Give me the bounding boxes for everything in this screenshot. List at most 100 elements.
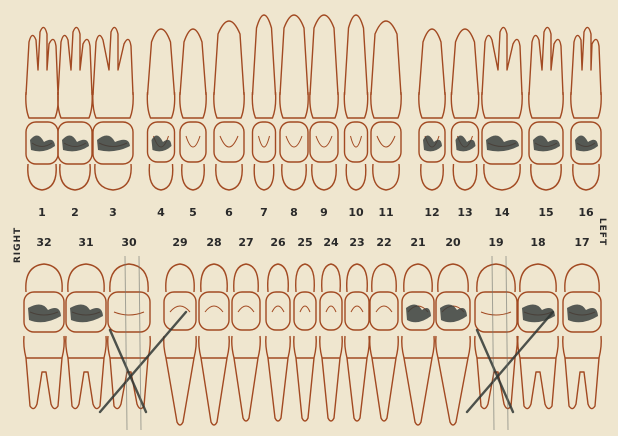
- lower-lingual-25: [296, 264, 315, 292]
- upper-occlusal-11: [371, 122, 401, 162]
- lower-lingual-21: [404, 264, 432, 292]
- upper-lingual-13: [453, 164, 477, 190]
- lower-lingual-27: [234, 264, 259, 292]
- lower-occlusal-29: [164, 292, 196, 330]
- lower-lingual-18: [520, 264, 556, 292]
- upper-groove-8: [286, 136, 302, 147]
- lower-root-25: [296, 358, 314, 421]
- upper-root-10: [345, 15, 368, 95]
- upper-root-7: [253, 15, 276, 95]
- lower-occlusal-25: [294, 292, 316, 330]
- upper-filling-2: [62, 135, 89, 151]
- cross-mark-a-19: [467, 312, 553, 412]
- upper-crown-3: [93, 92, 133, 118]
- upper-crown-13: [451, 92, 478, 118]
- lower-root-23: [347, 358, 367, 421]
- lower-tooth-number-28: 28: [206, 236, 221, 249]
- lower-root-24: [322, 358, 340, 421]
- upper-tooth-number-14: 14: [494, 206, 510, 219]
- upper-crown-8: [280, 92, 308, 118]
- upper-tooth-number-2: 2: [71, 206, 79, 219]
- lower-filling-17: [567, 304, 598, 322]
- lower-lingual-19: [477, 264, 515, 292]
- upper-lingual-15: [531, 164, 561, 190]
- lower-tooth-number-31: 31: [78, 236, 93, 249]
- upper-tooth-number-15: 15: [538, 206, 553, 219]
- upper-groove-7: [259, 136, 270, 147]
- upper-filling-3: [97, 135, 130, 151]
- lower-occlusal-23: [345, 292, 369, 330]
- upper-occlusal-8: [280, 122, 308, 162]
- upper-groove-9: [316, 136, 332, 147]
- upper-crown-2: [58, 92, 92, 118]
- upper-lingual-14: [484, 164, 520, 190]
- upper-crown-15: [529, 92, 563, 118]
- lower-tooth-number-29: 29: [172, 236, 187, 249]
- upper-root-15: [529, 27, 563, 95]
- upper-root-3: [93, 27, 133, 95]
- lower-crown-21: [402, 336, 435, 358]
- lower-groove-25: [300, 306, 310, 312]
- lower-tooth-number-25: 25: [297, 236, 312, 249]
- lower-root-28: [201, 358, 227, 425]
- lower-crown-27: [232, 336, 261, 358]
- upper-filling-15: [533, 135, 560, 151]
- lower-root-20: [438, 358, 468, 425]
- lower-tooth-number-20: 20: [445, 236, 461, 249]
- lower-groove-29: [170, 306, 190, 312]
- upper-filling-12: [423, 135, 442, 151]
- lower-crown-26: [266, 336, 291, 358]
- upper-root-9: [310, 15, 338, 95]
- upper-occlusal-5: [180, 122, 206, 162]
- lower-filling-32: [28, 304, 61, 322]
- upper-filling-16: [575, 135, 598, 151]
- upper-lingual-16: [573, 164, 599, 190]
- upper-crown-10: [344, 92, 367, 118]
- upper-lingual-8: [282, 164, 307, 190]
- lower-root-18: [520, 358, 556, 409]
- lower-filling-31: [70, 304, 103, 322]
- upper-lingual-11: [373, 164, 399, 190]
- lower-tooth-number-26: 26: [270, 236, 286, 249]
- lower-lingual-28: [201, 264, 227, 292]
- lower-occlusal-24: [320, 292, 342, 330]
- upper-crown-9: [310, 92, 338, 118]
- lower-crown-31: [66, 336, 107, 358]
- lower-occlusal-22: [370, 292, 398, 330]
- upper-groove-6: [220, 136, 238, 147]
- upper-roots: [26, 15, 601, 95]
- lower-crown-32: [24, 336, 65, 358]
- upper-lingual-10: [346, 164, 366, 190]
- lower-lingual-23: [347, 264, 368, 292]
- upper-root-8: [280, 15, 308, 95]
- upper-groove-10: [351, 136, 362, 147]
- lower-filling-20: [440, 304, 467, 322]
- lower-filling-18: [522, 304, 555, 322]
- lower-roots: [26, 358, 599, 425]
- lower-root-21: [404, 358, 432, 425]
- upper-lingual-4: [149, 164, 173, 190]
- upper-groove-11: [377, 136, 395, 147]
- lower-crown-17: [563, 336, 602, 358]
- lower-crown-24: [320, 336, 343, 358]
- lower-tooth-number-18: 18: [530, 236, 545, 249]
- upper-tooth-number-10: 10: [348, 206, 364, 219]
- pencil-line-19: [492, 256, 494, 430]
- upper-filling-14: [486, 135, 519, 151]
- lower-crown-20: [436, 336, 471, 358]
- upper-filling-13: [456, 135, 476, 151]
- upper-lingual-6: [216, 164, 242, 190]
- upper-root-5: [180, 29, 206, 95]
- left-side-label: LEFT: [597, 218, 607, 246]
- upper-lingual-7: [254, 164, 274, 190]
- lower-groove-22: [376, 306, 392, 312]
- upper-tooth-number-11: 11: [378, 206, 393, 219]
- lower-root-17: [565, 358, 599, 409]
- upper-filling-4: [152, 135, 172, 151]
- upper-lingual-1: [28, 164, 56, 190]
- lower-crowns: [24, 336, 602, 358]
- upper-root-11: [371, 21, 401, 95]
- lower-lingual-22: [372, 264, 397, 292]
- lower-tooth-number-30: 30: [121, 236, 137, 249]
